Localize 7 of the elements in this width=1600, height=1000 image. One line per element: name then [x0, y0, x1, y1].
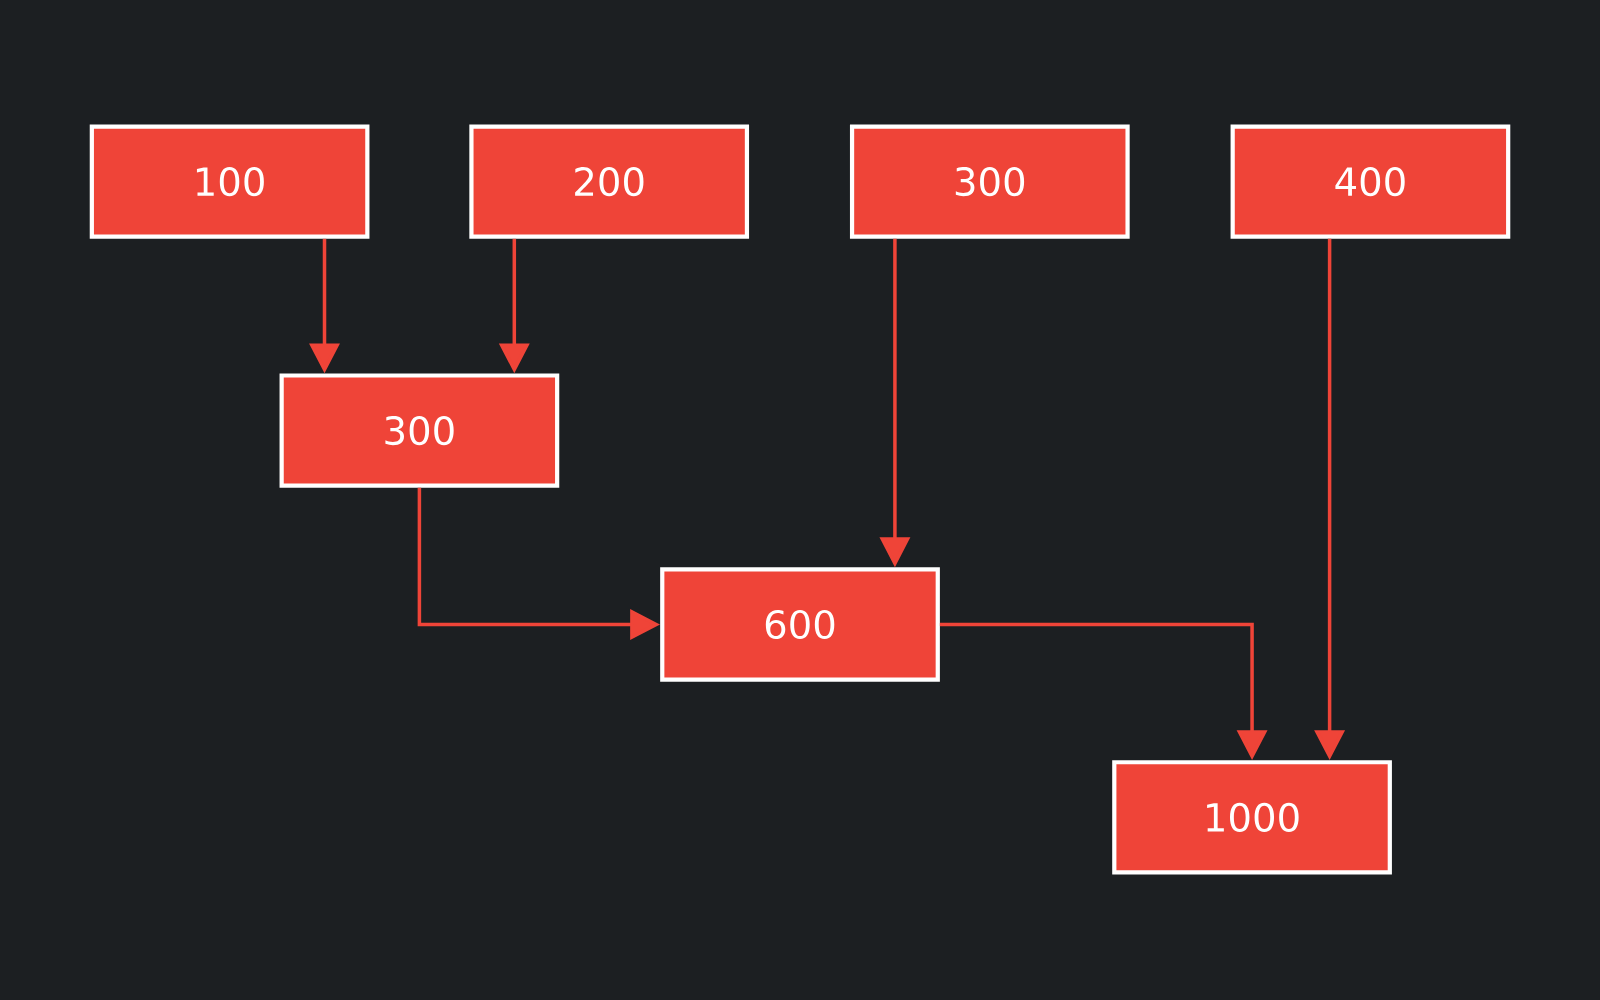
number-box: 200: [469, 124, 750, 239]
number-box: 300: [279, 373, 560, 488]
number-box: 100: [89, 124, 370, 239]
number-box: 300: [849, 124, 1130, 239]
number-box: 1000: [1112, 760, 1392, 875]
number-box: 600: [660, 567, 940, 682]
number-box: 400: [1230, 124, 1511, 239]
